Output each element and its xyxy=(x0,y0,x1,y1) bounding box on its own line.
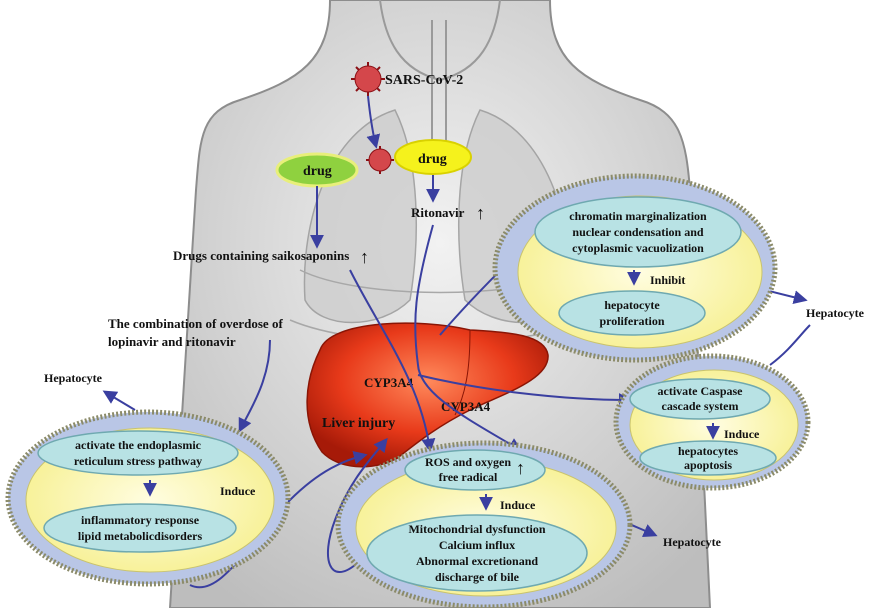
cell-b-box2-line3: Abnormal excretionand xyxy=(416,554,538,568)
cell-tr-box2-line1: hepatocyte xyxy=(604,298,660,312)
cell-mr-box2-line2: apoptosis xyxy=(684,458,732,472)
cell-mr-box2-line1: hepatocytes xyxy=(678,444,738,458)
hepatocyte-label-right: Hepatocyte xyxy=(806,306,865,320)
cell-mr-box1-line2: cascade system xyxy=(662,399,739,413)
liver-injury-label: Liver injury xyxy=(322,416,395,431)
combination-label-1: The combination of overdose of xyxy=(108,316,283,331)
cell-top-right: chromatin marginalization nuclear conden… xyxy=(495,176,775,360)
up-arrow-icon-2: ↑ xyxy=(360,247,369,267)
cell-b-box2-line4: discharge of bile xyxy=(435,570,520,584)
cell-tr-box2-line2: proliferation xyxy=(599,314,664,328)
cyp-left-label: CYP3A4 xyxy=(364,375,414,390)
cell-left: activate the endoplasmic reticulum stres… xyxy=(8,412,288,584)
cell-l-box2-line1: inflammatory response xyxy=(81,513,200,527)
cell-tr-box1-line3: cytoplasmic vacuolization xyxy=(572,241,704,255)
up-arrow-icon-3: ↑ xyxy=(516,458,525,478)
ritonavir-label: Ritonavir xyxy=(411,205,465,220)
cell-l-box2-line2: lipid metabolicdisorders xyxy=(78,529,203,543)
up-arrow-icon: ↑ xyxy=(476,203,485,223)
drug-left-label: drug xyxy=(303,164,332,179)
saikosaponins-label: Drugs containing saikosaponins xyxy=(173,248,349,263)
drug-right-label: drug xyxy=(418,152,447,167)
cell-b-relation: Induce xyxy=(500,498,536,512)
cell-mr-box1-line1: activate Caspase xyxy=(658,384,744,398)
cell-l-box1-line2: reticulum stress pathway xyxy=(74,454,202,468)
hepatocyte-label-bottom: Hepatocyte xyxy=(663,535,722,549)
cell-mr-relation: Induce xyxy=(724,427,760,441)
cell-b-box2-line1: Mitochondrial dysfunction xyxy=(408,522,545,536)
cell-b-box1-line2: free radical xyxy=(439,470,498,484)
cell-tr-relation: Inhibit xyxy=(650,273,685,287)
cell-b-box2-line2: Calcium influx xyxy=(439,538,515,552)
virus-icon xyxy=(351,62,385,96)
virus-label: SARS-CoV-2 xyxy=(385,73,463,88)
hepatocyte-label-left: Hepatocyte xyxy=(44,371,103,385)
cell-b-box1-line1: ROS and oxygen xyxy=(425,455,511,469)
cell-l-relation: Induce xyxy=(220,484,256,498)
cell-bottom: ROS and oxygen free radical ↑ Induce Mit… xyxy=(338,443,630,607)
combination-label-2: lopinavir and ritonavir xyxy=(108,334,236,349)
cell-tr-box1-line2: nuclear condensation and xyxy=(572,225,703,239)
cell-mid-right: activate Caspase cascade system Induce h… xyxy=(616,356,808,488)
cell-l-box1-line1: activate the endoplasmic xyxy=(75,438,202,452)
cell-tr-box1-line1: chromatin marginalization xyxy=(569,209,707,223)
